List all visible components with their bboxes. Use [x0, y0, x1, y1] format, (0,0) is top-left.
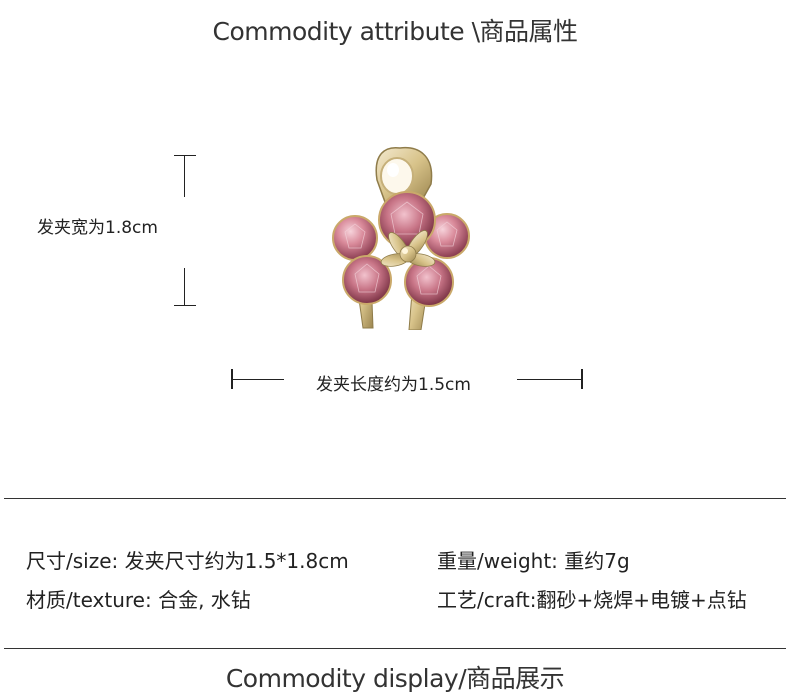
section-divider — [4, 498, 786, 499]
width-label: 发夹宽为1.8cm — [37, 218, 158, 238]
spec-size: 尺寸/size: 发夹尺寸约为1.5*1.8cm — [26, 549, 349, 573]
spec-craft: 工艺/craft:翻砂+烧焊+电镀+点钻 — [437, 588, 747, 612]
width-marker-bottom-tick — [174, 305, 196, 306]
width-marker-bottom-line — [184, 268, 185, 306]
section-divider-bottom — [4, 648, 786, 649]
width-marker-top-line — [184, 155, 185, 197]
spec-texture: 材质/texture: 合金, 水钻 — [26, 588, 251, 612]
length-marker-right-line — [517, 379, 583, 380]
section-title-display: Commodity display/商品展示 — [225, 664, 565, 693]
hair-clip-image — [332, 146, 470, 330]
length-label: 发夹长度约为1.5cm — [316, 375, 471, 395]
length-marker-right-tick — [581, 369, 583, 389]
spec-weight: 重量/weight: 重约7g — [437, 549, 630, 573]
length-marker-left-line — [232, 379, 284, 380]
width-marker-top-tick — [174, 155, 196, 156]
section-title-attribute: Commodity attribute \商品属性 — [212, 17, 578, 46]
